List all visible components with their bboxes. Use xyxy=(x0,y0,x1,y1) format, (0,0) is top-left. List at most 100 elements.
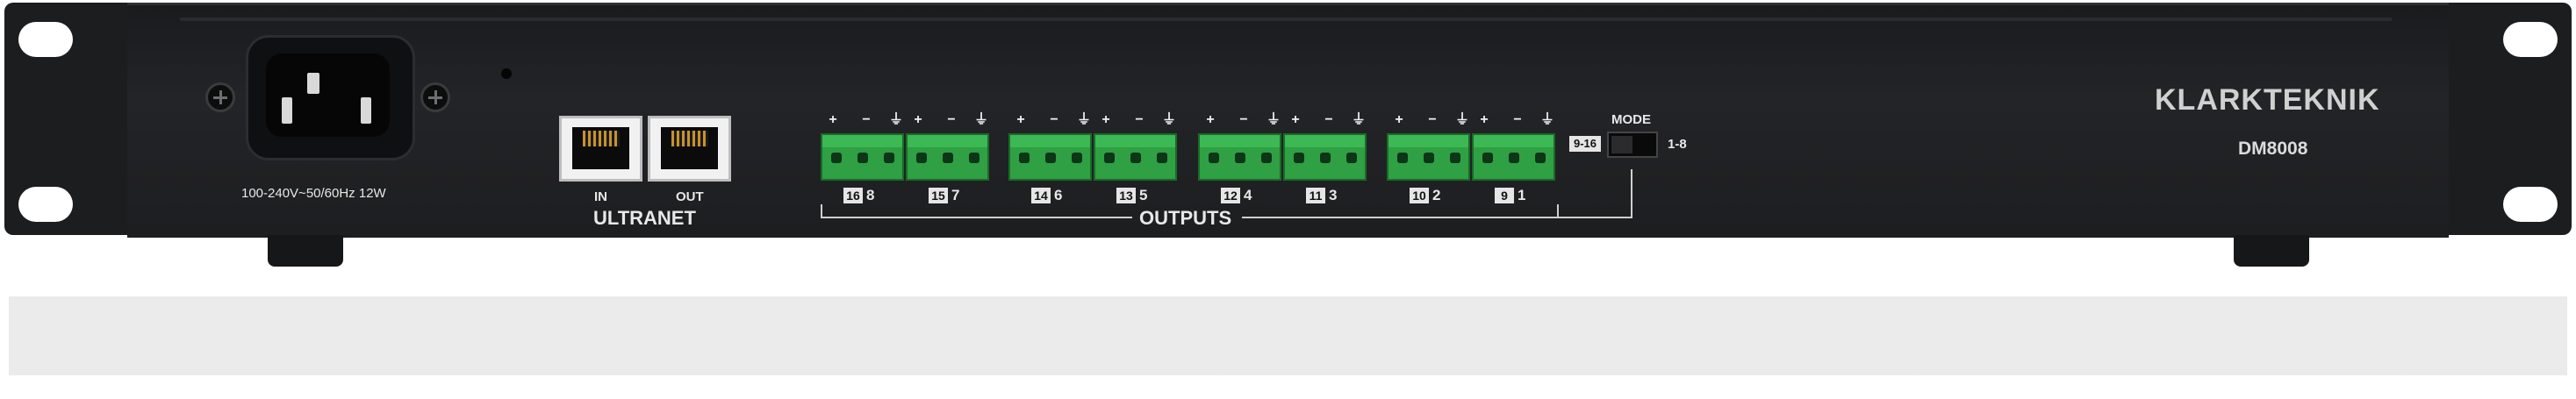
terminal-top xyxy=(1285,135,1365,147)
terminal-screw xyxy=(1424,153,1434,163)
terminal-screw xyxy=(1346,153,1357,163)
terminal-screw xyxy=(831,153,842,163)
minus-symbol: − xyxy=(862,112,871,127)
rack-ear-right xyxy=(2440,3,2572,235)
ultranet-title: ULTRANET xyxy=(593,207,696,229)
screw-icon xyxy=(205,82,235,112)
power-pin xyxy=(307,73,319,94)
outputs-bracket-line xyxy=(821,217,1132,218)
mode-title: MODE xyxy=(1611,112,1651,127)
foot-left xyxy=(268,235,343,267)
terminal-screw xyxy=(943,153,953,163)
plus-symbol: + xyxy=(1101,112,1110,127)
rj45-socket xyxy=(661,127,718,169)
terminal-block xyxy=(1198,133,1281,181)
minus-symbol: − xyxy=(1239,112,1248,127)
minus-symbol: − xyxy=(1513,112,1522,127)
terminal-top xyxy=(1388,135,1468,147)
terminal-top xyxy=(908,135,987,147)
channel-label-low: 5 xyxy=(1139,187,1148,203)
mode-option-low: 1-8 xyxy=(1668,137,1687,152)
power-pin xyxy=(361,97,371,124)
terminal-block xyxy=(1472,133,1555,181)
channel-label-high: 12 xyxy=(1221,188,1240,203)
chassis-top-edge xyxy=(180,18,2392,21)
minus-symbol: − xyxy=(1135,112,1144,127)
model-label: DM8008 xyxy=(2238,139,2308,159)
brand-logo: KLARKTEKNIK xyxy=(2155,83,2380,118)
power-pin xyxy=(282,97,292,124)
rj45-socket xyxy=(572,127,629,169)
channel-label-high: 10 xyxy=(1410,188,1429,203)
ground-icon: ⏚ xyxy=(1455,112,1470,127)
channel-label-low: 4 xyxy=(1244,187,1252,203)
output-connector[interactable]: + − ⏚ 12 4 xyxy=(1198,112,1281,210)
terminal-screw xyxy=(1072,153,1082,163)
panel-reflection xyxy=(9,296,2567,375)
terminal-screw xyxy=(1320,153,1331,163)
terminal-screw xyxy=(1045,153,1056,163)
chassis xyxy=(127,3,2449,238)
terminal-screw xyxy=(1209,153,1219,163)
minus-symbol: − xyxy=(947,112,956,127)
minus-symbol: − xyxy=(1050,112,1058,127)
outputs-title: OUTPUTS xyxy=(1139,207,1232,229)
terminal-screw xyxy=(1294,153,1304,163)
rack-ear-left xyxy=(4,3,136,235)
rj45-pins xyxy=(583,131,620,146)
power-inlet[interactable] xyxy=(246,35,415,160)
mode-switch-knob xyxy=(1611,136,1632,153)
channel-label-high: 16 xyxy=(843,188,863,203)
rack-hole-top-right xyxy=(2503,22,2558,57)
terminal-top xyxy=(1474,135,1553,147)
plus-symbol: + xyxy=(914,112,922,127)
terminal-screw xyxy=(1130,153,1141,163)
outputs-bracket-right xyxy=(1557,204,1559,217)
foot-right xyxy=(2234,235,2309,267)
terminal-block xyxy=(1283,133,1367,181)
terminal-screw xyxy=(1509,153,1519,163)
channel-label-high: 15 xyxy=(929,188,948,203)
ground-icon: ⏚ xyxy=(1540,112,1555,127)
channel-label-low: 8 xyxy=(866,187,875,203)
terminal-block xyxy=(821,133,904,181)
screw-icon xyxy=(420,82,450,112)
terminal-screw xyxy=(1104,153,1115,163)
ultranet-in-port[interactable] xyxy=(559,116,642,182)
terminal-top xyxy=(822,135,902,147)
terminal-block xyxy=(1387,133,1470,181)
terminal-screw xyxy=(1450,153,1460,163)
terminal-screw xyxy=(1157,153,1167,163)
terminal-screw xyxy=(969,153,979,163)
terminal-screw xyxy=(1397,153,1408,163)
ultranet-out-label: OUT xyxy=(676,189,704,204)
channel-label-high: 11 xyxy=(1306,188,1325,203)
terminal-screw xyxy=(884,153,894,163)
mode-option-high: 9-16 xyxy=(1569,136,1601,152)
ground-icon: ⏚ xyxy=(1266,112,1281,127)
channel-label-high: 14 xyxy=(1031,188,1051,203)
terminal-screw xyxy=(916,153,927,163)
plus-symbol: + xyxy=(1206,112,1215,127)
channel-label-low: 3 xyxy=(1329,187,1338,203)
channel-label-low: 2 xyxy=(1432,187,1441,203)
indicator-hole xyxy=(501,68,512,79)
plus-symbol: + xyxy=(829,112,837,127)
outputs-bracket-left xyxy=(821,204,822,217)
plus-symbol: + xyxy=(1291,112,1300,127)
plus-symbol: + xyxy=(1480,112,1489,127)
rj45-pins xyxy=(671,131,708,146)
ground-icon: ⏚ xyxy=(1162,112,1177,127)
minus-symbol: − xyxy=(1324,112,1333,127)
ultranet-out-port[interactable] xyxy=(648,116,731,182)
mode-switch[interactable] xyxy=(1607,132,1658,158)
power-spec-label: 100-240V~50/60Hz 12W xyxy=(241,186,386,201)
terminal-screw xyxy=(1482,153,1493,163)
